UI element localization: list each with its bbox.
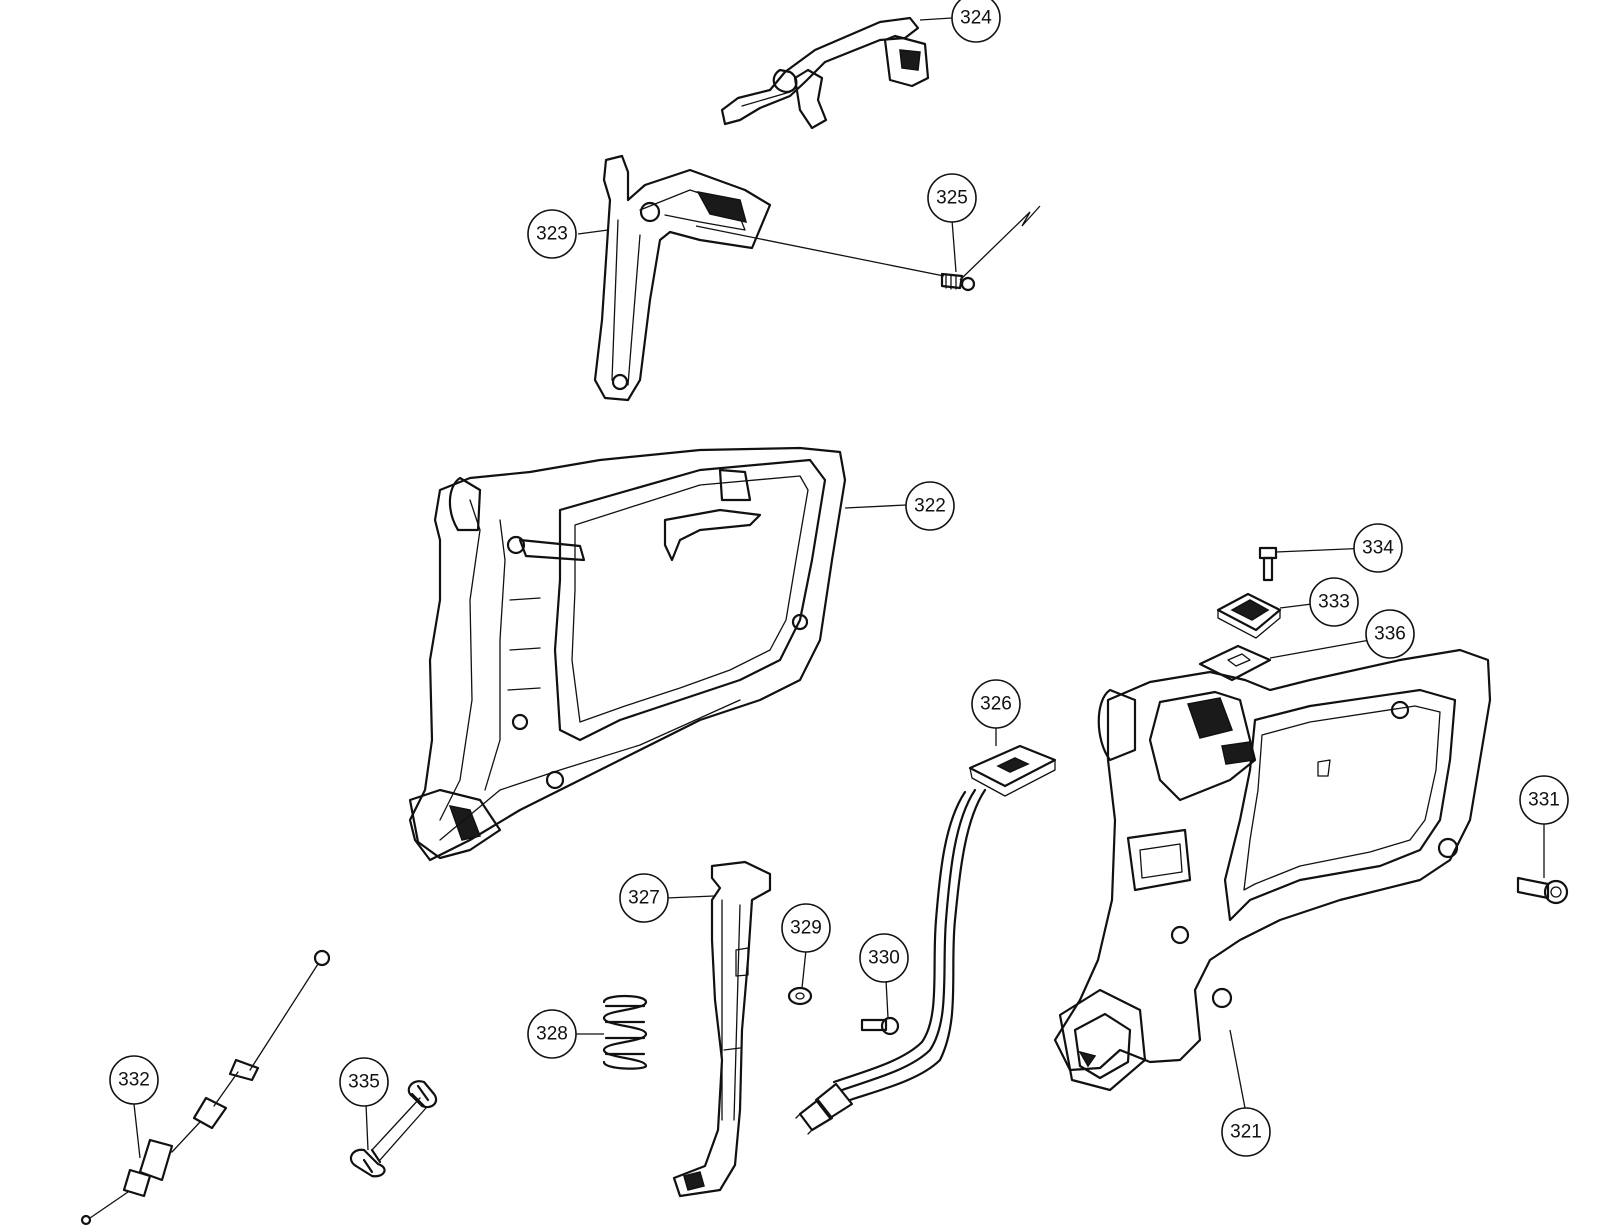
- part-333-switch-cover: [1216, 592, 1313, 639]
- callout-325-label: 325: [936, 188, 968, 209]
- callout-group: 324 323 325 322 334 333 336 326 331 327 …: [109, 0, 1569, 1157]
- leader-325: [951, 219, 957, 273]
- callout-330: 330: [859, 933, 909, 983]
- callout-328: 328: [527, 1009, 577, 1059]
- callout-329: 329: [781, 903, 831, 953]
- part-330-pin: [860, 979, 900, 1036]
- callout-322-label: 322: [914, 496, 946, 517]
- callout-324: 324: [951, 0, 1001, 43]
- leader-324: [919, 17, 953, 21]
- part-324-trigger-lever: [720, 16, 930, 130]
- callout-335-label: 335: [348, 1072, 380, 1093]
- leader-323: [577, 229, 609, 235]
- callout-326: 326: [971, 679, 1021, 729]
- part-332-cable: [80, 949, 331, 1226]
- part-328-spring: [576, 994, 648, 1070]
- callout-322: 322: [905, 481, 955, 531]
- callout-335: 335: [339, 1057, 389, 1107]
- callout-326-label: 326: [980, 694, 1012, 715]
- callout-321-label: 321: [1230, 1122, 1262, 1143]
- part-326-switch-harness: [795, 720, 1057, 1135]
- callout-330-label: 330: [868, 948, 900, 969]
- callout-336: 336: [1365, 609, 1415, 659]
- callout-324-label: 324: [960, 8, 992, 29]
- callout-328-label: 328: [536, 1024, 568, 1045]
- part-322-housing-left: [408, 446, 907, 862]
- callout-321: 321: [1221, 1107, 1271, 1157]
- callout-323-label: 323: [536, 224, 568, 245]
- callout-323: 323: [527, 209, 577, 259]
- callout-332: 332: [109, 1055, 159, 1105]
- callout-333-label: 333: [1318, 592, 1350, 613]
- leader-323-325: [695, 225, 945, 277]
- part-321-housing-right: [1053, 648, 1492, 1109]
- callout-332-label: 332: [118, 1070, 150, 1091]
- part-329-washer: [787, 949, 813, 1006]
- callout-329-label: 329: [790, 918, 822, 939]
- callout-336-label: 336: [1374, 624, 1406, 645]
- callout-325: 325: [927, 173, 977, 223]
- callout-331-label: 331: [1528, 790, 1560, 811]
- part-325-screw: [940, 205, 1041, 292]
- callout-331: 331: [1519, 775, 1569, 825]
- callout-334-label: 334: [1362, 538, 1394, 559]
- callout-333: 333: [1309, 577, 1359, 627]
- part-323-lever-arm: [593, 154, 772, 402]
- part-334-screw: [1258, 546, 1371, 582]
- part-336-gasket: [1198, 639, 1371, 682]
- part-327-trigger-bar: [665, 860, 772, 1198]
- part-331-pin: [1516, 824, 1569, 905]
- callout-327: 327: [619, 873, 669, 923]
- callout-334: 334: [1353, 523, 1403, 573]
- callout-327-label: 327: [628, 888, 660, 909]
- part-335-spring: [349, 1080, 438, 1178]
